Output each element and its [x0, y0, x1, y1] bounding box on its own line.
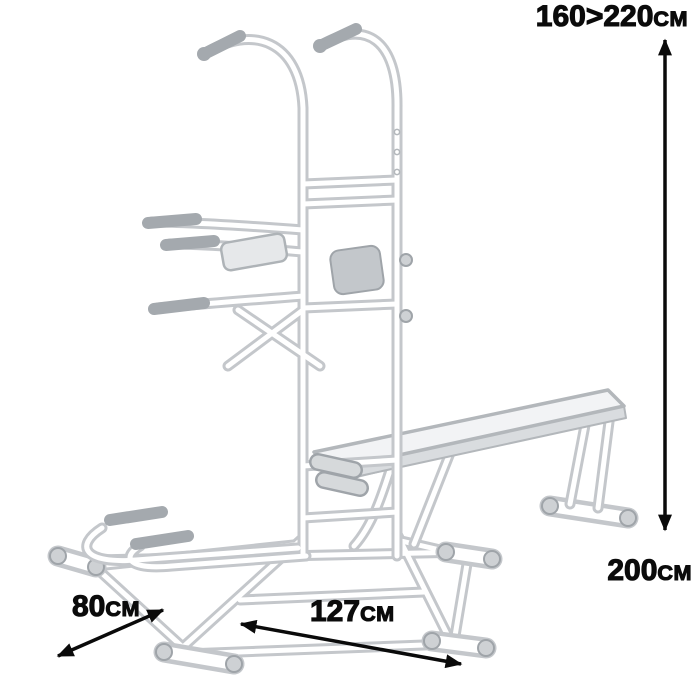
- height-unit: cm: [653, 6, 688, 31]
- side-depth-dimension-label: 80cm: [71, 590, 140, 623]
- pop-pin-knobs: [399, 253, 413, 323]
- height-value: 160>220: [535, 0, 654, 33]
- pushup-handle-grips: [104, 506, 194, 550]
- back-pad: [329, 244, 385, 296]
- power-tower: [87, 34, 400, 567]
- dip-handle-grips: [142, 213, 220, 315]
- front-width-arrow: [239, 619, 463, 669]
- pads-and-grips: [104, 23, 413, 550]
- height-dimension-label: 160>220cm: [535, 0, 688, 33]
- side-depth-arrow: [56, 608, 165, 658]
- front-width-value: 127: [309, 595, 361, 628]
- depth-unit: cm: [657, 560, 692, 585]
- foam-rollers: [309, 453, 369, 497]
- side-depth-unit: cm: [105, 596, 140, 621]
- elbow-pad: [219, 232, 289, 272]
- front-width-unit: cm: [360, 601, 395, 626]
- depth-value: 200: [607, 554, 658, 587]
- adjustment-holes: [393, 128, 401, 176]
- side-depth-value: 80: [71, 590, 106, 623]
- front-width-dimension-label: 127cm: [309, 595, 395, 628]
- depth-dimension-label: 200cm: [607, 554, 692, 587]
- pullup-bar-grips: [197, 23, 362, 61]
